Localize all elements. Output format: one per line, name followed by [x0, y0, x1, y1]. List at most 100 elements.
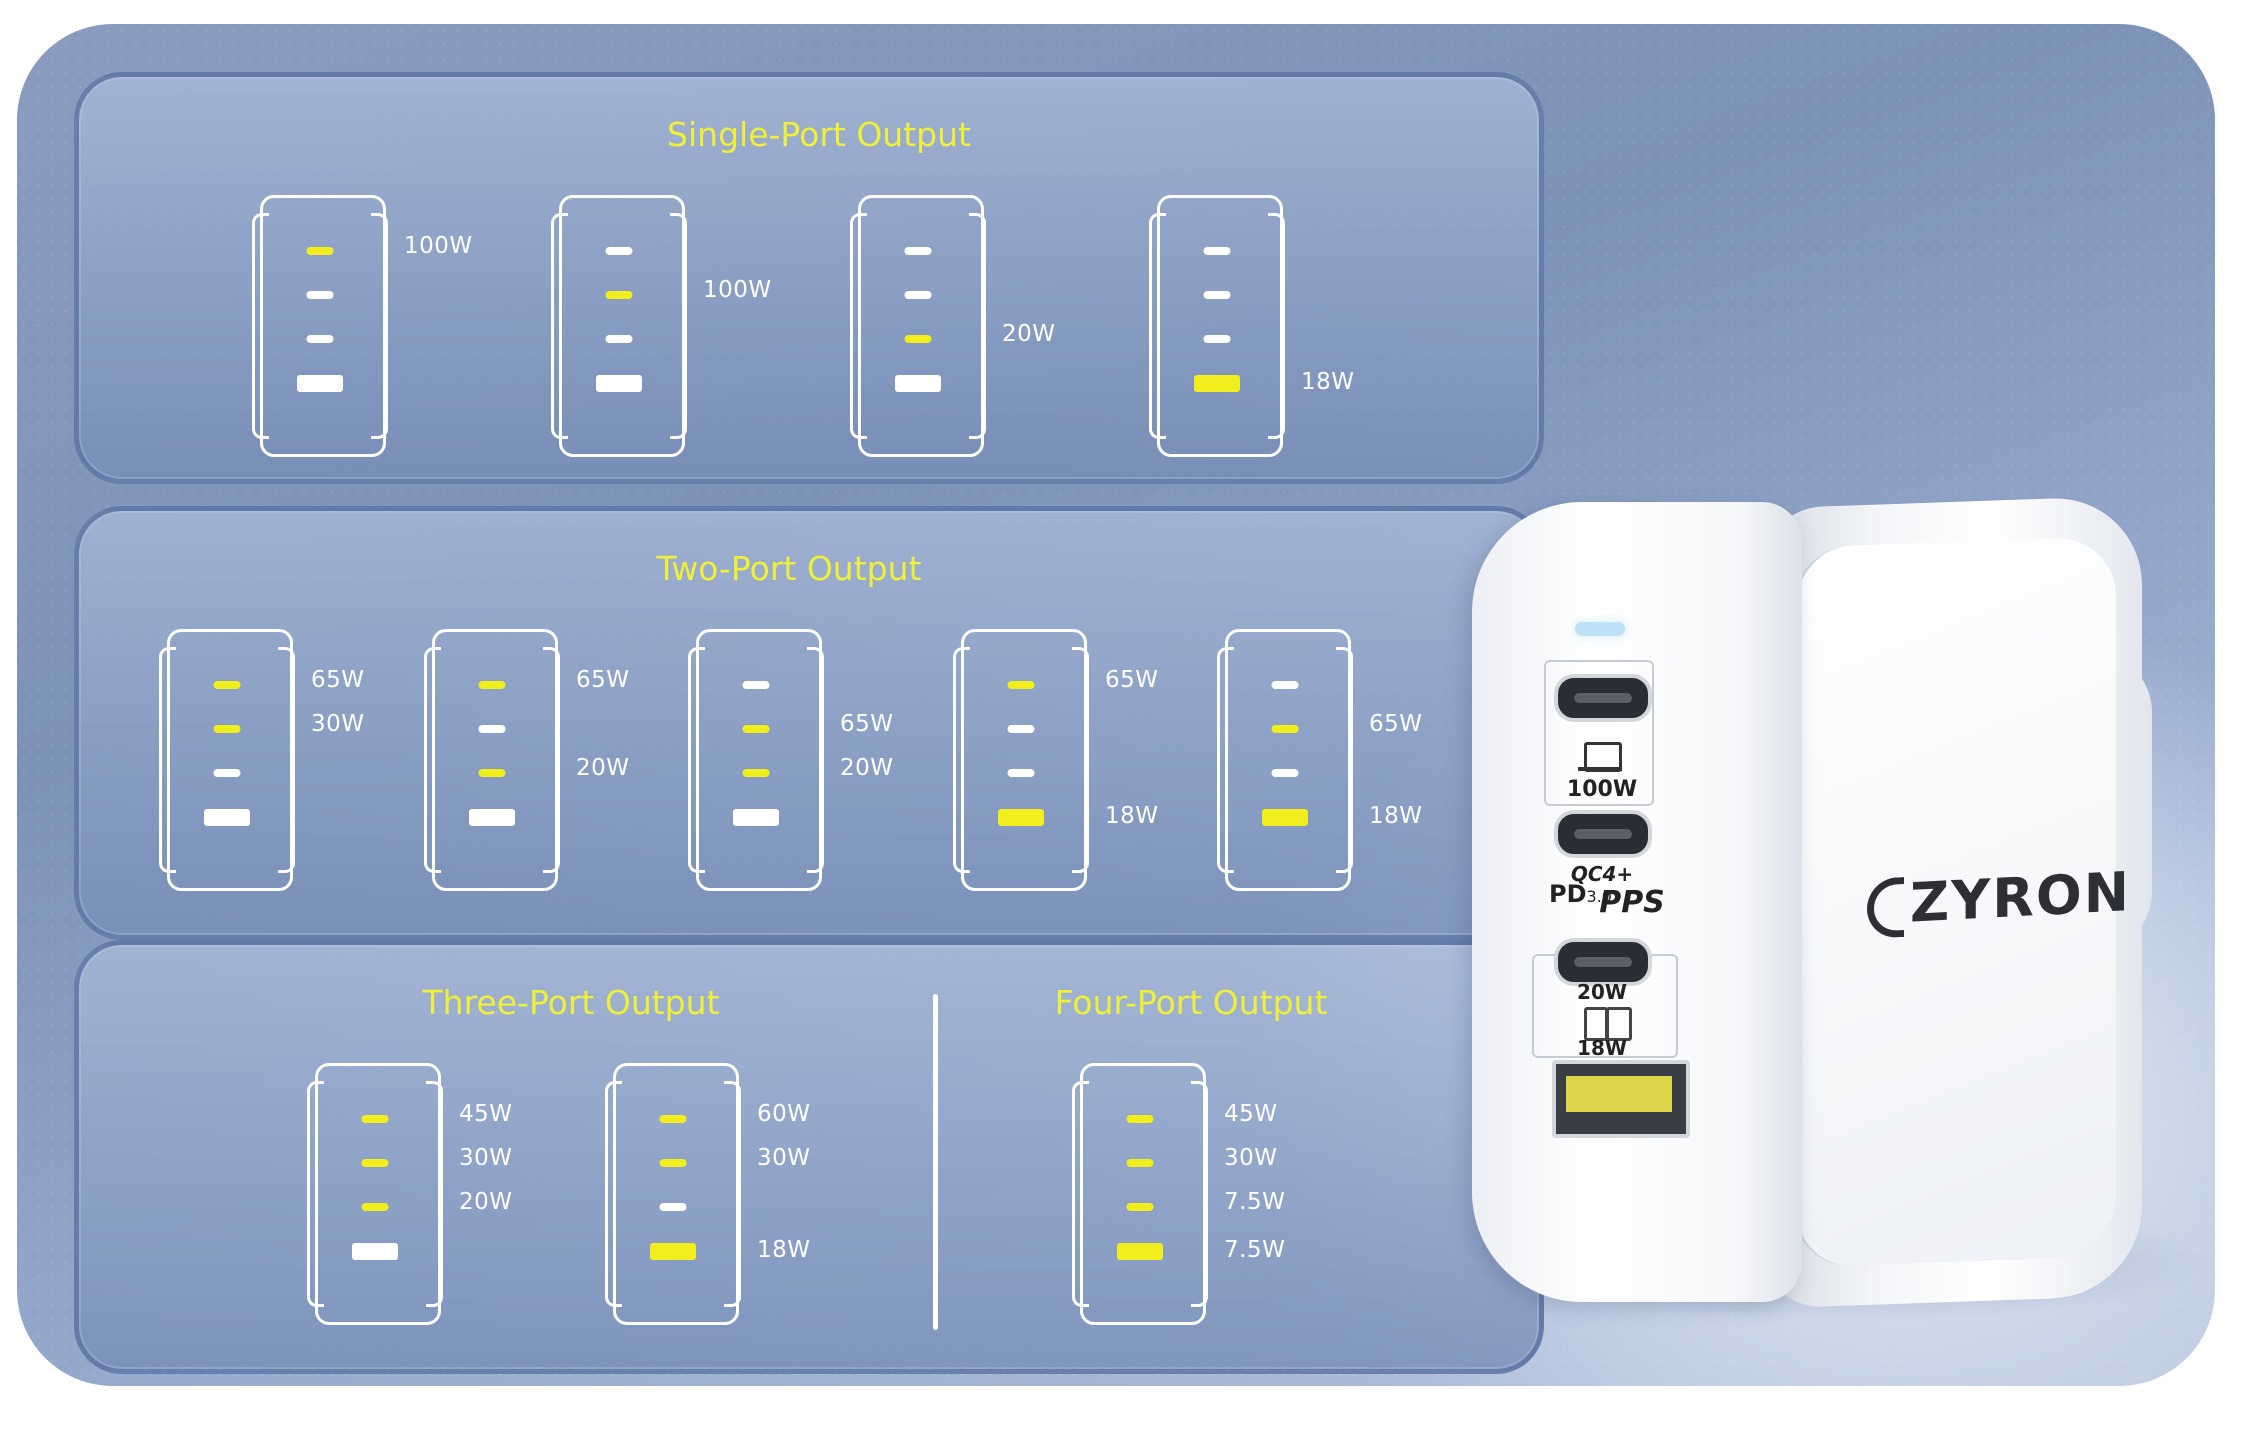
wattage-label: 30W: [459, 1145, 513, 1171]
wattage-label: 20W: [459, 1189, 513, 1215]
charger-edge: [278, 647, 295, 873]
charger-edge: [969, 213, 986, 439]
charger-edge: [1072, 647, 1089, 873]
wattage-label: 18W: [1105, 803, 1159, 829]
charger-outline-icon: [1080, 1063, 1206, 1325]
charger-led-indicator: [1575, 622, 1625, 636]
usb-c-slot-active: [361, 1115, 389, 1123]
port4-label: 18W: [1577, 1036, 1627, 1060]
usb-c-slot-active: [605, 291, 633, 299]
charger-outline-icon: [961, 629, 1087, 891]
usb-c-slot-active: [742, 769, 770, 777]
port-diagram: 100W: [551, 195, 771, 457]
charger-edge: [1336, 647, 1353, 873]
charger-edge: [1149, 213, 1166, 439]
usb-c-slot: [306, 335, 334, 343]
port3-label: 20W: [1577, 980, 1627, 1004]
brand-mark-icon: [1867, 877, 1904, 940]
usb-c-slot-active: [659, 1115, 687, 1123]
usb-a-slot-active: [998, 809, 1044, 826]
charger-edge: [551, 213, 568, 439]
wattage-label: 30W: [311, 711, 365, 737]
usb-c-slot: [1007, 725, 1035, 733]
wattage-label: 60W: [757, 1101, 811, 1127]
usb-c-slot: [605, 247, 633, 255]
usb-c-port-3-icon: [1554, 938, 1652, 986]
port-diagram: 65W 30W: [159, 629, 364, 891]
usb-c-slot-active: [478, 681, 506, 689]
wattage-label: 100W: [703, 277, 772, 303]
charger-edge: [724, 1081, 741, 1307]
usb-c-slot-active: [904, 335, 932, 343]
wattage-label: 45W: [1224, 1101, 1278, 1127]
wattage-label: 65W: [1105, 667, 1159, 693]
usb-c-slot: [1271, 769, 1299, 777]
usb-c-slot: [1203, 291, 1231, 299]
charger-product-image: 100W QC4+ PD3.0 PPS 20W 18W ZYRON: [1472, 495, 2212, 1322]
charger-edge: [252, 213, 269, 439]
wattage-label: 18W: [1301, 369, 1355, 395]
usb-a-slot: [733, 809, 779, 826]
protocol-pps-label: PPS: [1599, 885, 1665, 920]
usb-a-slot-active: [650, 1243, 696, 1260]
usb-c-slot: [1007, 769, 1035, 777]
usb-c-slot: [904, 291, 932, 299]
wattage-label: 65W: [311, 667, 365, 693]
usb-c-port-2-icon: [1554, 810, 1652, 858]
usb-a-slot: [204, 809, 250, 826]
wattage-label: 65W: [1369, 711, 1423, 737]
charger-edge: [543, 647, 560, 873]
brand-name: ZYRON: [1910, 860, 2131, 935]
usb-c-slot: [306, 291, 334, 299]
port1-outline: [1544, 660, 1654, 806]
charger-edge: [670, 213, 687, 439]
usb-c-slot-active: [1007, 681, 1035, 689]
charger-front-face: 100W QC4+ PD3.0 PPS 20W 18W: [1472, 502, 1802, 1302]
port-diagram: 65W 18W: [1217, 629, 1422, 891]
wattage-label: 18W: [757, 1237, 811, 1263]
usb-a-port-icon: [1552, 1060, 1690, 1138]
usb-a-tongue: [1566, 1076, 1672, 1112]
wattage-label: 65W: [840, 711, 894, 737]
wattage-label: 30W: [757, 1145, 811, 1171]
usb-c-slot-active: [1126, 1115, 1154, 1123]
port-diagram: 18W: [1149, 195, 1354, 457]
two-port-title: Two-Port Output: [656, 549, 922, 588]
usb-c-slot-active: [1126, 1159, 1154, 1167]
port-diagram: 20W: [850, 195, 1055, 457]
charger-outline-icon: [1157, 195, 1283, 457]
port-diagram: 100W: [252, 195, 472, 457]
charger-edge: [159, 647, 176, 873]
usb-a-slot: [895, 375, 941, 392]
charger-edge: [1217, 647, 1234, 873]
wattage-label: 7.5W: [1224, 1237, 1286, 1263]
tablet-icon: [1606, 1007, 1632, 1041]
charger-edge: [1191, 1081, 1208, 1307]
usb-c-slot: [213, 769, 241, 777]
usb-c-slot: [659, 1203, 687, 1211]
charger-edge: [1072, 1081, 1089, 1307]
charger-edge: [426, 1081, 443, 1307]
port-diagram: 65W 20W: [688, 629, 893, 891]
usb-a-slot: [469, 809, 515, 826]
usb-c-slot: [742, 681, 770, 689]
three-port-title: Three-Port Output: [422, 983, 720, 1022]
usb-c-slot-active: [361, 1159, 389, 1167]
charger-edge: [688, 647, 705, 873]
charger-edge: [807, 647, 824, 873]
usb-c-slot-active: [306, 247, 334, 255]
charger-outline-icon: [1225, 629, 1351, 891]
charger-edge: [953, 647, 970, 873]
usb-c-slot: [1203, 247, 1231, 255]
usb-a-slot-active: [1117, 1243, 1163, 1260]
wattage-label: 65W: [576, 667, 630, 693]
wattage-label: 20W: [840, 755, 894, 781]
usb-c-slot-active: [1271, 725, 1299, 733]
wattage-label: 18W: [1369, 803, 1423, 829]
protocol-qc-label: QC4+: [1570, 862, 1634, 886]
usb-c-port-1-icon: [1554, 674, 1652, 722]
usb-c-slot-active: [213, 681, 241, 689]
usb-a-slot: [352, 1243, 398, 1260]
usb-c-slot-active: [742, 725, 770, 733]
